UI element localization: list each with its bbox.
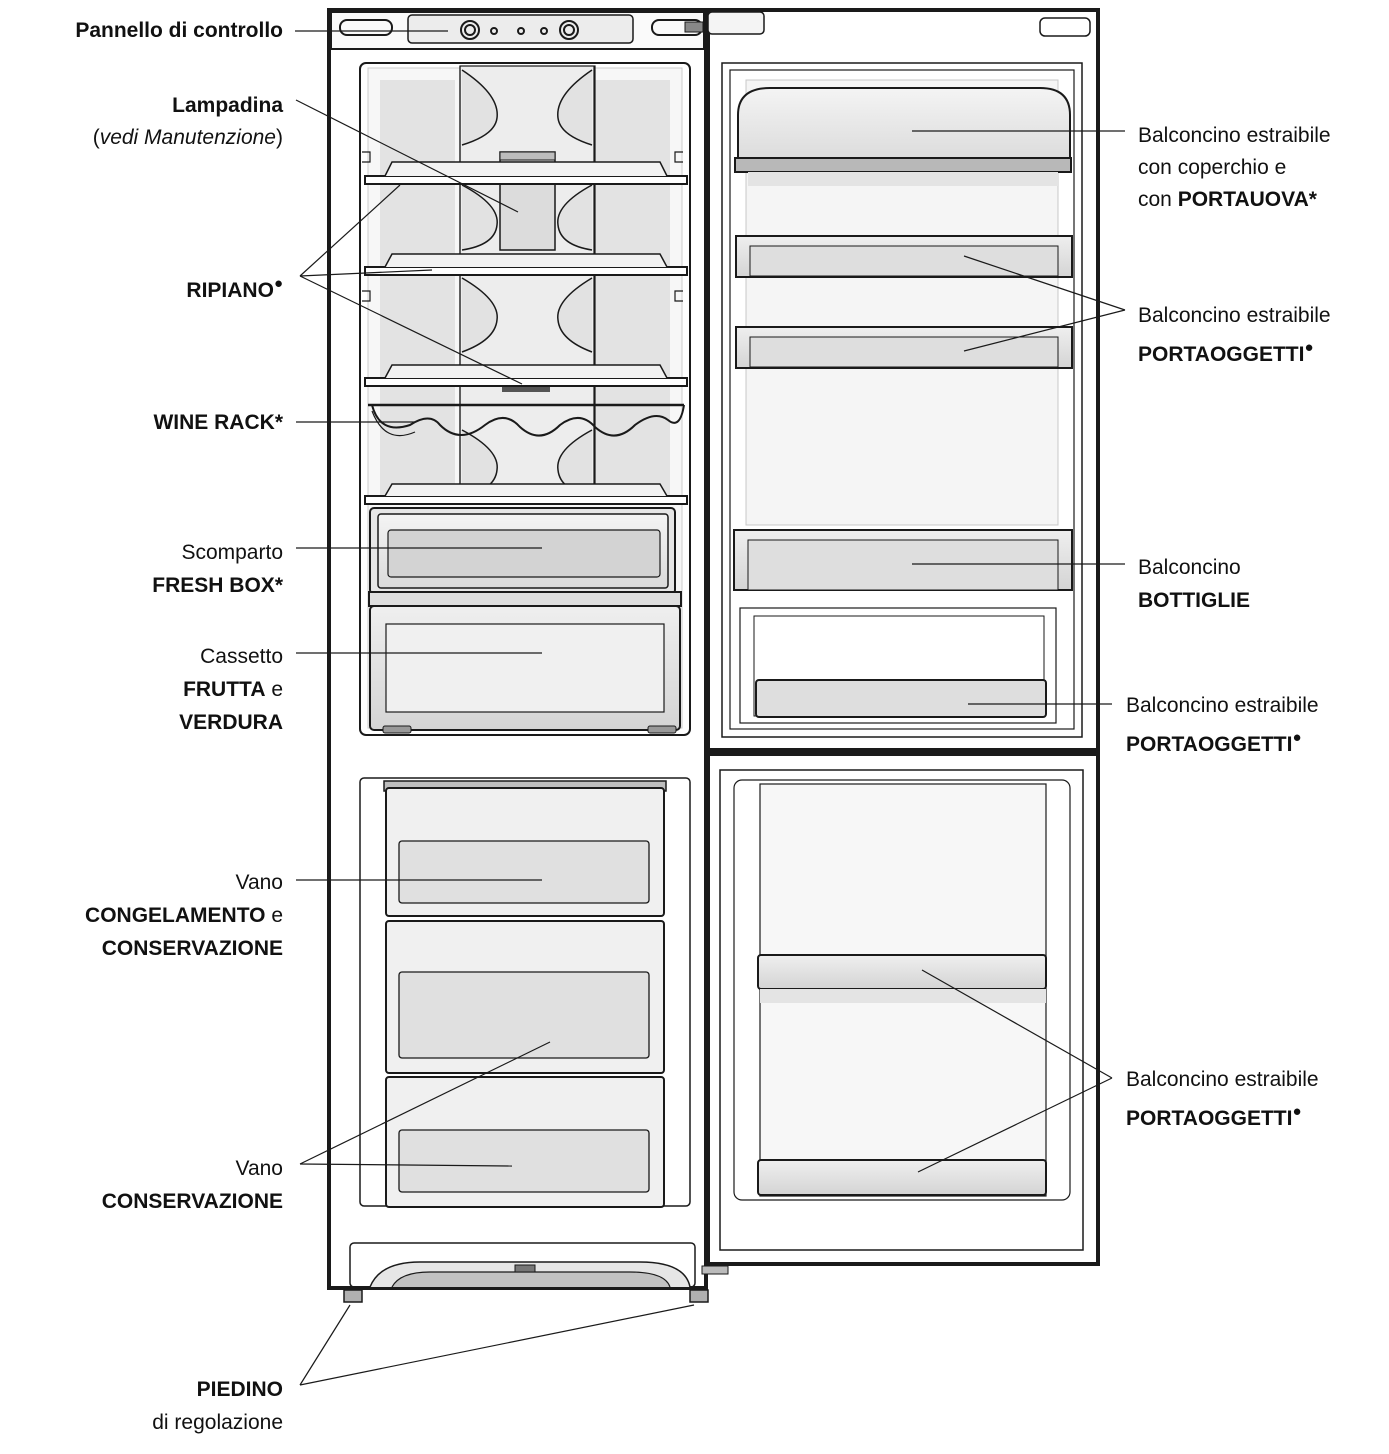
fresh-box — [369, 507, 676, 595]
door-bin-2 — [735, 326, 1073, 369]
label-adjustable-foot: PIEDINO di regolazione — [152, 1378, 283, 1434]
label-door-shelf: Balconcino estraibile PORTAOGGETTI● — [1138, 304, 1331, 366]
label-storage: Vano CONSERVAZIONE — [101, 1157, 283, 1213]
fridge-door — [706, 8, 1100, 752]
bottle-bin — [733, 529, 1073, 591]
label-shelf: RIPIANO● — [186, 275, 283, 302]
shelf-4 — [364, 483, 688, 505]
label-fresh-box: Scomparto FRESH BOX* — [152, 541, 283, 597]
fridge-compartment — [359, 62, 691, 736]
label-wine-rack: WINE RACK* — [153, 411, 283, 434]
shelf-2 — [364, 253, 688, 276]
freezer-drawer-2 — [385, 920, 665, 1074]
egg-tray-bin — [734, 87, 1072, 186]
control-knob-left — [460, 20, 480, 40]
leader-lines — [295, 30, 1126, 1386]
label-freezer: Vano CONGELAMENTO e CONSERVAZIONE — [85, 871, 283, 960]
freezer-drawer-1 — [385, 787, 665, 917]
kick-plate — [349, 1242, 696, 1288]
freezer-door-bin-1 — [757, 954, 1047, 1003]
label-control-panel: Pannello di controllo — [75, 19, 283, 42]
label-lamp: Lampadina (vedi Manutenzione) — [92, 94, 283, 149]
freezer-drawer-3 — [385, 1076, 665, 1208]
control-panel-left-slot — [339, 19, 393, 36]
adjustable-foot-left — [343, 1289, 363, 1303]
freezer-door-bin-2 — [757, 1159, 1047, 1196]
adjustable-foot-right — [689, 1289, 709, 1303]
label-egg-tray: Balconcino estraibile con coperchio e co… — [1138, 124, 1331, 211]
label-door-shelf-lower: Balconcino estraibile PORTAOGGETTI● — [1126, 694, 1319, 756]
crisper-drawer — [368, 591, 682, 734]
door-bin-lower — [739, 607, 1057, 724]
shelf-1 — [364, 161, 688, 185]
label-crisper: Cassetto FRUTTA e VERDURA — [179, 645, 283, 734]
shelf-3 — [364, 364, 688, 387]
freezer-door — [706, 752, 1100, 1266]
wine-rack — [368, 403, 685, 437]
control-knob-right — [559, 20, 579, 40]
label-bottle-bin: Balconcino BOTTIGLIE — [1138, 556, 1250, 612]
door-bin-1 — [735, 235, 1073, 278]
label-freezer-door-shelf: Balconcino estraibile PORTAOGGETTI● — [1126, 1068, 1319, 1130]
